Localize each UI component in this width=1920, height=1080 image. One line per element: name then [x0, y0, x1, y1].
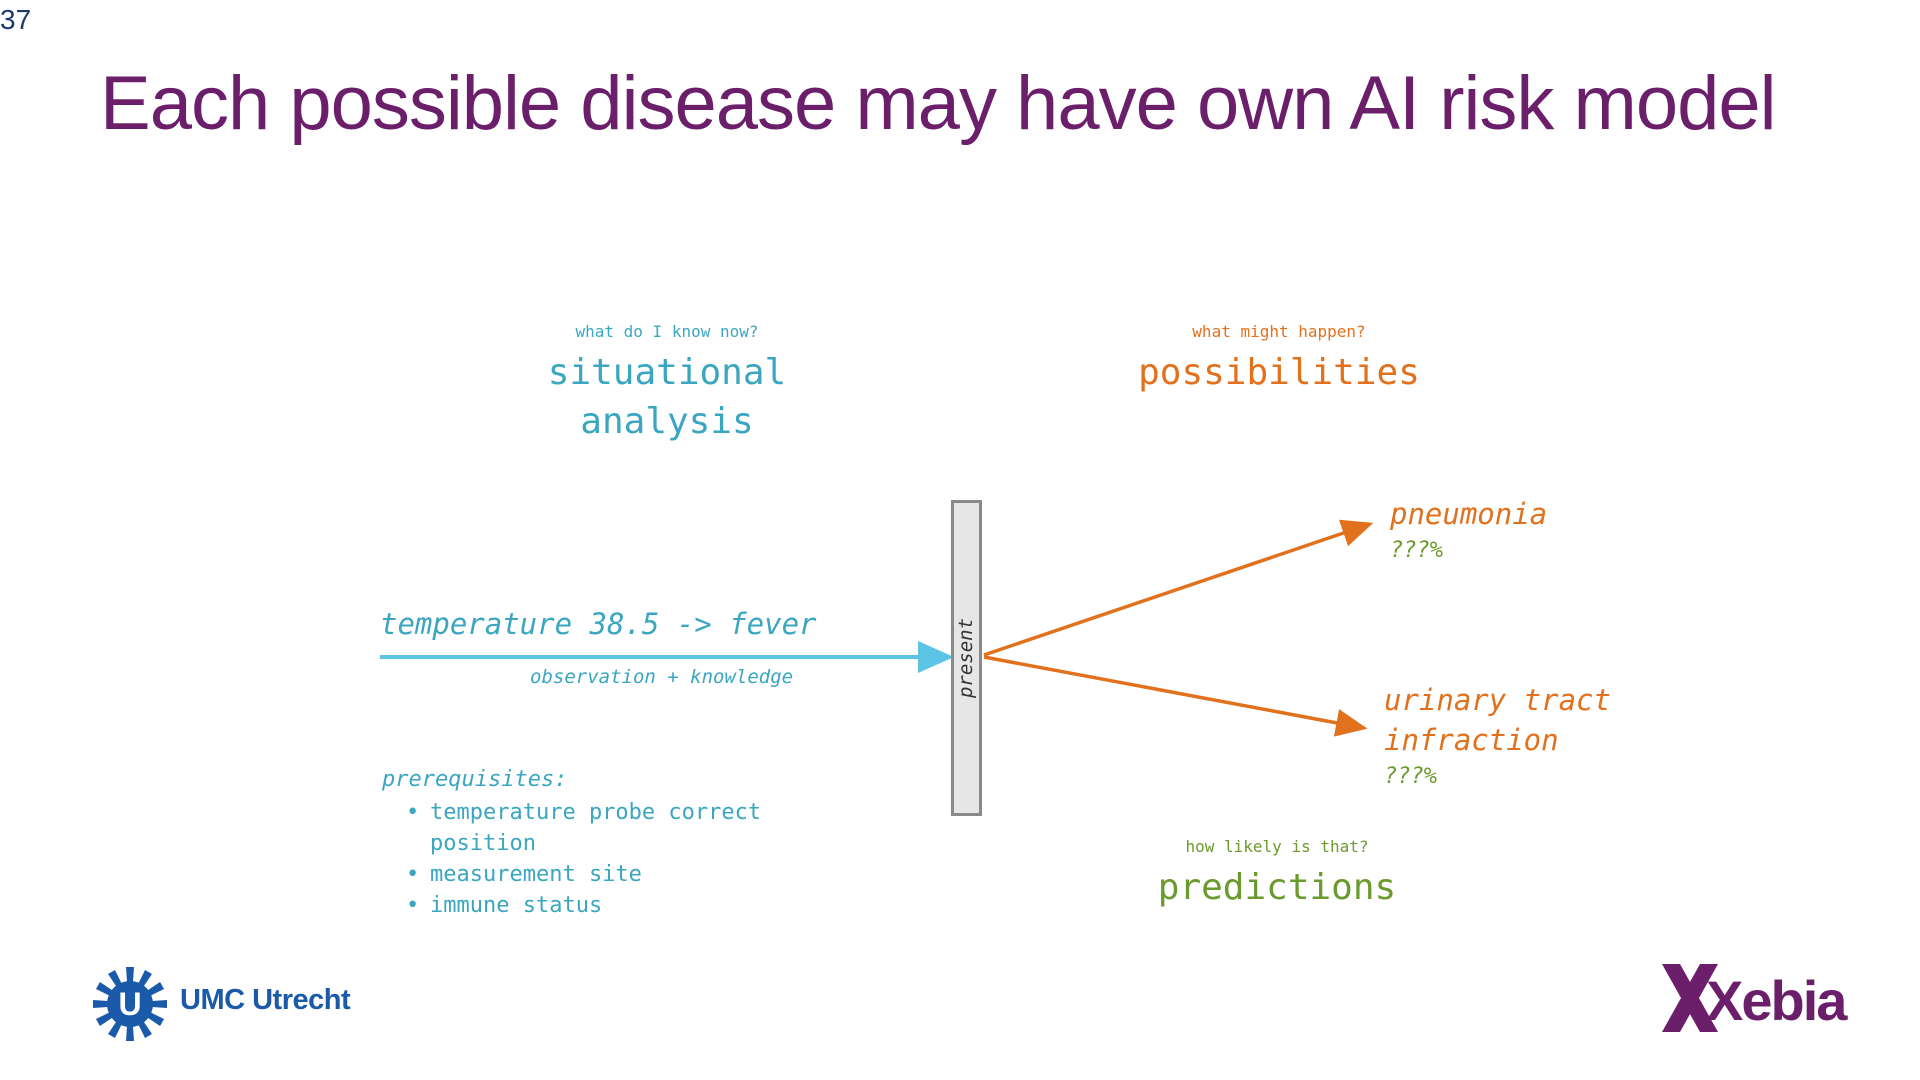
prerequisites-heading: prerequisites: — [382, 767, 568, 792]
prerequisite-item: • temperature probe correct — [406, 797, 761, 828]
possibilities-question: what might happen? — [1192, 322, 1366, 341]
situational-heading-line2: analysis — [580, 401, 754, 442]
prerequisites-list: • temperature probe correct position • mea… — [406, 797, 761, 921]
situational-question: what do I know now? — [575, 322, 759, 341]
possibilities-heading: possibilities — [1138, 352, 1420, 393]
prerequisite-text: position — [430, 831, 536, 856]
bullet: • — [406, 800, 420, 825]
outcome-pneumonia-probability: ???% — [1390, 538, 1443, 563]
outcome-uti-name-line2: infraction — [1384, 723, 1559, 757]
pneumonia-arrow — [983, 519, 1374, 657]
situational-heading-line1: situational — [547, 352, 787, 393]
predictions-question: how likely is that? — [1185, 837, 1369, 856]
slide-number: 37 — [0, 4, 32, 35]
prerequisite-text: immune status — [430, 893, 603, 918]
prerequisite-item: • immune status — [406, 890, 761, 921]
outcome-pneumonia-name: pneumonia — [1390, 497, 1548, 531]
prerequisite-text: temperature probe correct — [430, 800, 762, 825]
prerequisite-text: measurement site — [430, 862, 642, 887]
outcome-uti-name-line1: urinary tract — [1384, 683, 1611, 717]
xebia-logo: Xebia — [1658, 958, 1858, 1038]
present-bar — [951, 500, 982, 816]
bullet: • — [406, 893, 420, 918]
uti-arrow — [983, 655, 1368, 737]
prerequisite-item-continuation: position — [406, 828, 761, 859]
xebia-logo-text: Xebia — [1706, 969, 1848, 1032]
prerequisite-item: • measurement site — [406, 859, 761, 890]
bullet: • — [406, 862, 420, 887]
present-label: present — [955, 617, 977, 699]
umc-utrecht-logo-mark: U — [92, 966, 168, 1042]
xebia-logo-mark: Xebia — [1662, 964, 1850, 1032]
outcome-uti-probability: ???% — [1384, 764, 1437, 789]
predictions-heading: predictions — [1157, 867, 1397, 908]
observation-sublabel: observation + knowledge — [530, 666, 794, 688]
umc-mark-letter: U — [118, 986, 141, 1022]
slide-title: Each possible disease may have own AI ri… — [100, 61, 1777, 146]
umc-sunburst-icon: U — [93, 967, 167, 1041]
observation-label: temperature 38.5 -> fever — [380, 607, 817, 641]
umc-utrecht-logo-text: UMC Utrecht — [180, 984, 351, 1016]
